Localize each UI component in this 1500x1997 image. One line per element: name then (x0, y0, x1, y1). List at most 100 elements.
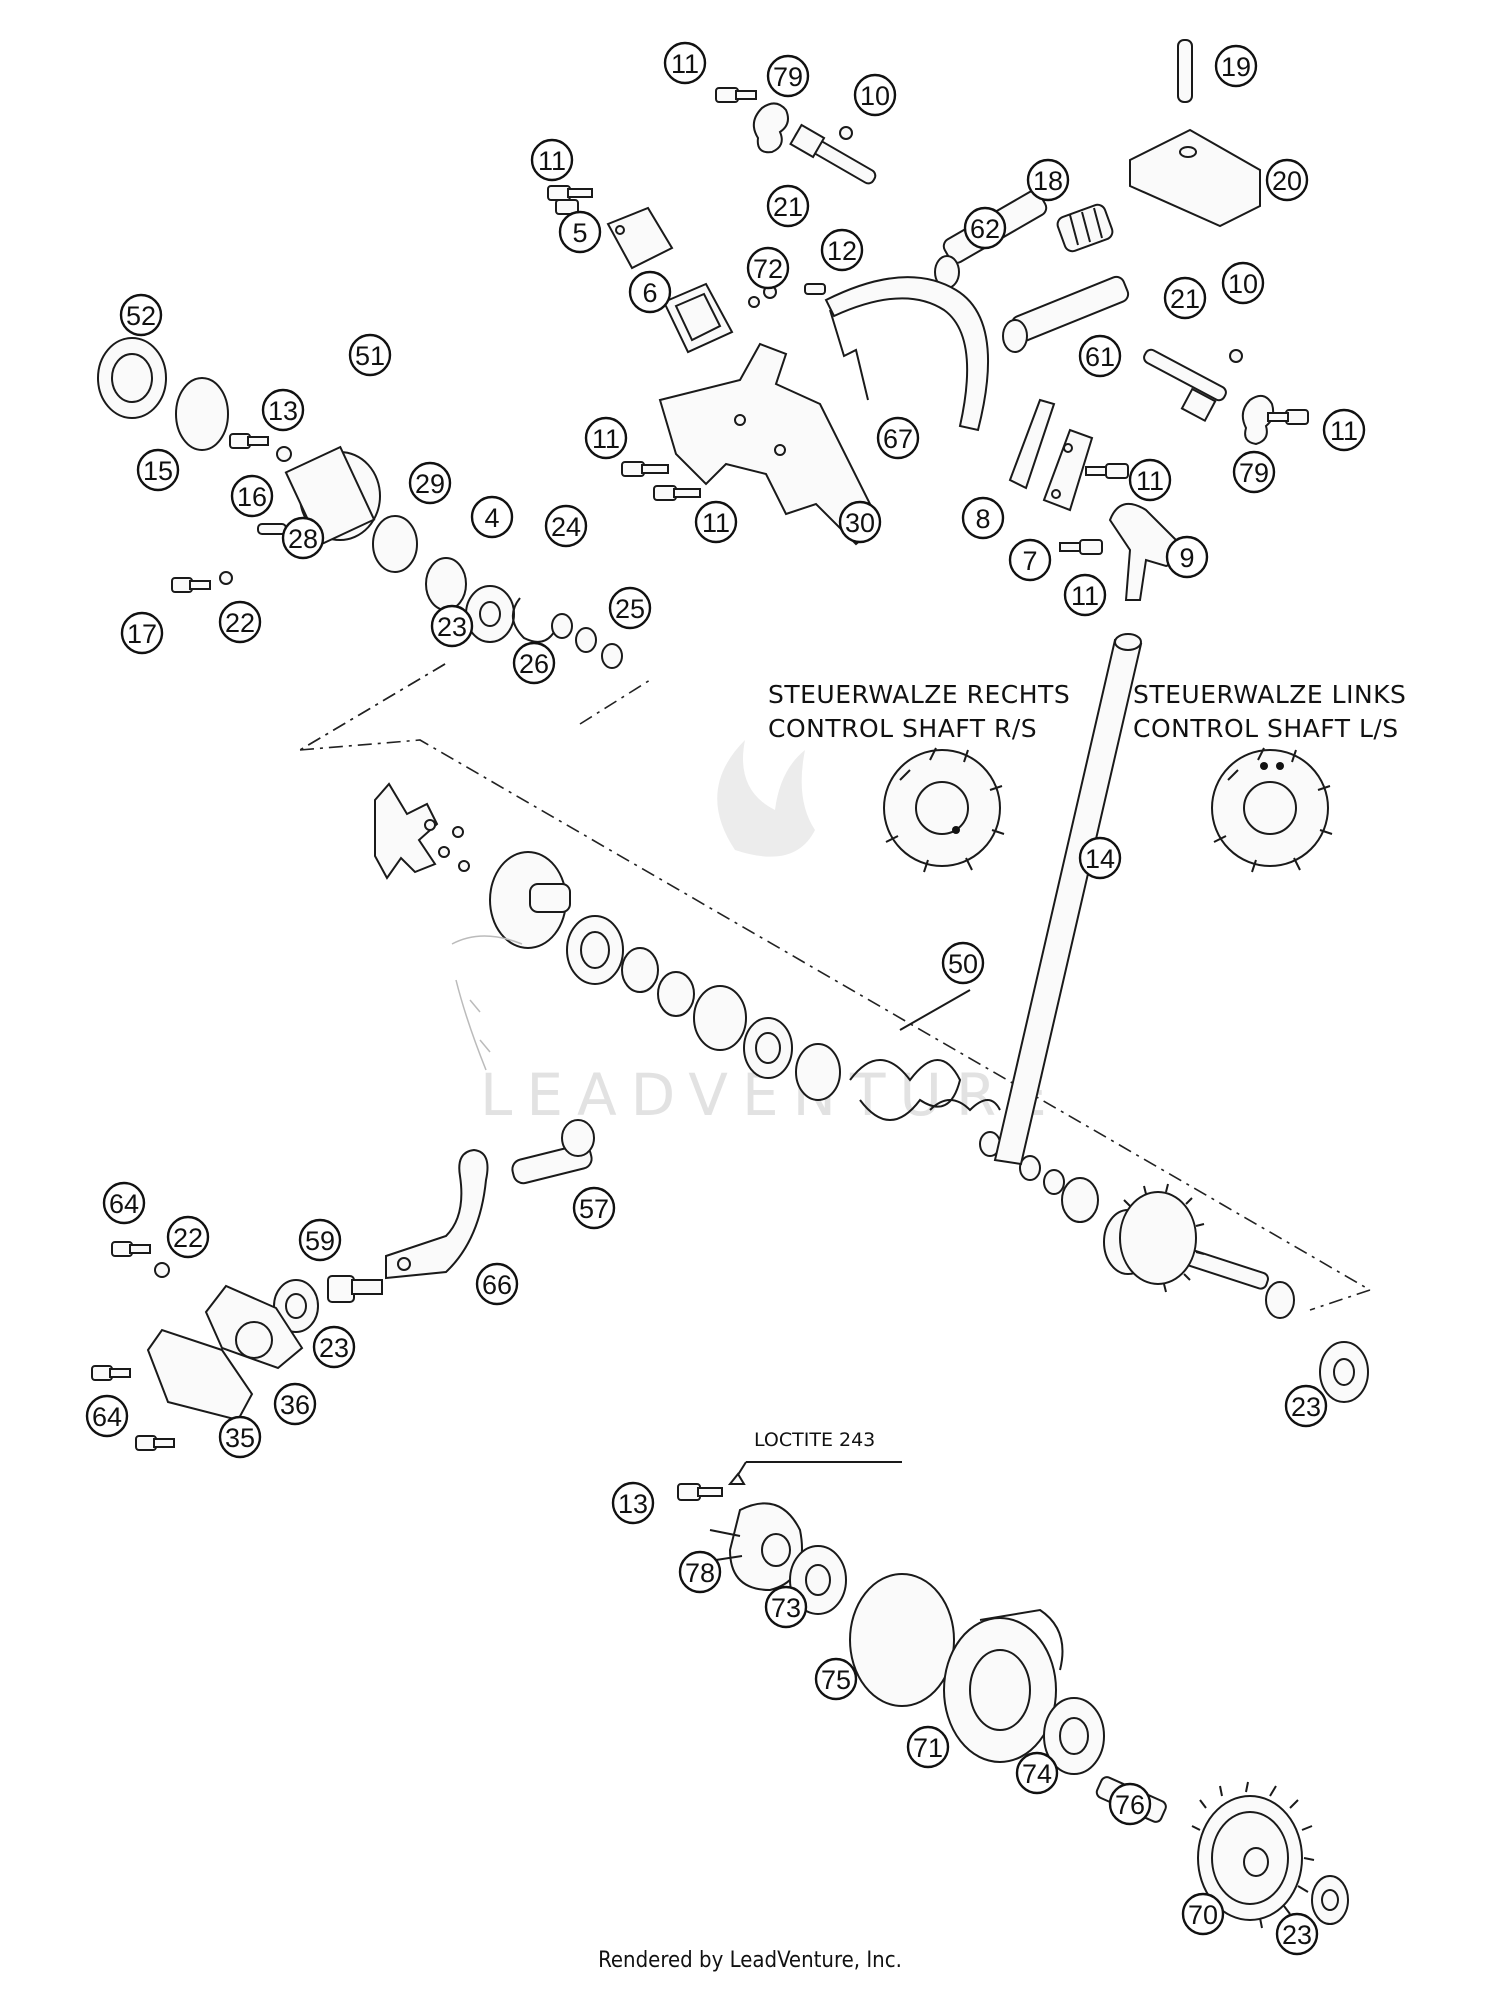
callout-4: 4 (470, 495, 514, 539)
callout-circle (853, 73, 897, 117)
callout-circle (611, 1481, 655, 1525)
callout-circle (1008, 538, 1052, 582)
callout-circle (408, 461, 452, 505)
callout-circle (102, 1181, 146, 1225)
callout-circle (530, 138, 574, 182)
callout-number: 12 (827, 236, 857, 266)
callout-23: 23 (1284, 1384, 1328, 1428)
part-washer-22-upper (219, 571, 233, 585)
callout-circle (961, 496, 1005, 540)
callout-71: 71 (906, 1725, 950, 1769)
callout-number: 59 (305, 1226, 335, 1256)
callout-23: 23 (312, 1325, 356, 1369)
part-gear-50-sprocket (1119, 1183, 1205, 1293)
callout-circle (218, 1415, 262, 1459)
callout-number: 21 (773, 192, 803, 222)
part-plate-79-top (752, 102, 789, 154)
callout-number: 23 (1291, 1392, 1321, 1422)
callout-number: 4 (484, 503, 499, 533)
leader-50 (899, 989, 971, 1031)
part-gear-70 (1191, 1781, 1315, 1929)
callout-number: 75 (821, 1665, 851, 1695)
part-plate-78 (709, 1502, 803, 1592)
callout-number: 73 (771, 1593, 801, 1623)
callout-number: 15 (143, 456, 173, 486)
part-washer-26 (551, 613, 573, 639)
callout-circle (694, 500, 738, 544)
part-washer-16 (276, 446, 292, 462)
part-bolt-64-bottom (91, 1365, 175, 1451)
callout-number: 11 (671, 49, 699, 79)
part-washers-72 (748, 285, 777, 308)
callout-circle (230, 474, 274, 518)
callout-78: 78 (678, 1550, 722, 1594)
callout-circle (1078, 334, 1122, 378)
callout-number: 51 (355, 341, 385, 371)
callout-11: 11 (530, 138, 574, 182)
callout-number: 76 (1115, 1790, 1145, 1820)
callout-circle (608, 586, 652, 630)
callout-number: 13 (268, 396, 298, 426)
callout-circle (1078, 836, 1122, 880)
callout-11: 11 (1128, 458, 1172, 502)
callout-number: 62 (970, 214, 1000, 244)
callout-17: 17 (120, 611, 164, 655)
callout-number: 11 (1071, 581, 1099, 611)
callout-8: 8 (961, 496, 1005, 540)
callout-number: 23 (437, 612, 467, 642)
assembly-dash-upper (299, 663, 446, 751)
callout-circle (558, 210, 602, 254)
part-bolt-59 (327, 1275, 383, 1303)
part-bearing-23-upper (465, 585, 515, 643)
callout-number: 29 (415, 469, 445, 499)
callout-19: 19 (1214, 44, 1258, 88)
callout-11: 11 (694, 500, 738, 544)
part-gasket-8 (1008, 398, 1056, 490)
assembly-dash-a (299, 663, 446, 751)
callout-number: 11 (1136, 466, 1164, 496)
callout-circle (663, 41, 707, 85)
callout-circle (544, 504, 588, 548)
callout-79: 79 (1232, 450, 1276, 494)
callout-number: 14 (1085, 844, 1115, 874)
callout-number: 70 (1188, 1900, 1218, 1930)
callout-21: 21 (766, 184, 810, 228)
callout-51: 51 (348, 333, 392, 377)
callout-75: 75 (814, 1657, 858, 1701)
callout-15: 15 (136, 448, 180, 492)
callout-circle (1163, 276, 1207, 320)
callout-circle (838, 500, 882, 544)
part-cover-71 (943, 1608, 1064, 1763)
part-oring-29 (372, 515, 418, 573)
callout-circle (1108, 1782, 1152, 1826)
callout-number: 74 (1022, 1759, 1052, 1789)
part-spring-faint (451, 935, 523, 1071)
callout-circle (963, 206, 1007, 250)
callout-23: 23 (430, 604, 474, 648)
callout-number: 50 (948, 949, 978, 979)
callout-circle (1232, 450, 1276, 494)
callout-29: 29 (408, 461, 452, 505)
label-steuerwalze-links: STEUERWALZE LINKS (1133, 680, 1406, 709)
callout-circle (584, 416, 628, 460)
footer-credit: Rendered by LeadVenture, Inc. (598, 1948, 902, 1973)
part-plate-30 (658, 342, 882, 546)
callout-circle (1026, 158, 1070, 202)
callout-circle (1284, 1384, 1328, 1428)
part-washer-25b (601, 643, 623, 669)
part-bearing-74 (1043, 1697, 1105, 1775)
part-bolt-17 (171, 577, 211, 593)
callout-number: 22 (173, 1223, 203, 1253)
part-tube-14 (993, 633, 1143, 1166)
callout-30: 30 (838, 500, 882, 544)
callout-circle (1128, 458, 1172, 502)
part-washer-25a (575, 627, 597, 653)
part-gasket-5 (606, 206, 674, 270)
callout-circle (572, 1186, 616, 1230)
callout-circle (166, 1215, 210, 1259)
part-washer-22-lower (154, 1262, 170, 1278)
callout-circle (119, 293, 163, 337)
callout-circle (1275, 1912, 1319, 1956)
part-bearing-23-bottom (1311, 1875, 1349, 1925)
callout-14: 14 (1078, 836, 1122, 880)
